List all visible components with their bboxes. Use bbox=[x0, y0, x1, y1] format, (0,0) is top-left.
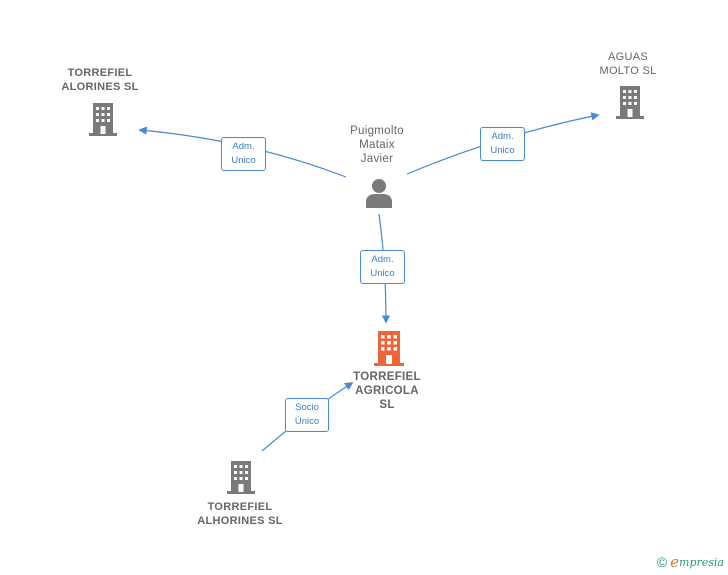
edge-label-line2: Unico bbox=[231, 155, 256, 166]
edge-label-line1: Socio bbox=[295, 402, 319, 413]
person-icon bbox=[366, 179, 392, 208]
building-icon bbox=[227, 461, 255, 494]
building-icon bbox=[374, 331, 404, 366]
building-icon bbox=[89, 103, 117, 136]
brand-initial: e bbox=[670, 553, 680, 571]
edge-label-line1: Adm. bbox=[491, 131, 514, 142]
node-label-torrefiel-alorines: TORREFIEL ALORINES SL bbox=[61, 67, 139, 93]
copyright-icon: © bbox=[656, 554, 668, 570]
edge-label-person-to-alorines[interactable]: Adm. Unico bbox=[221, 137, 266, 171]
edge-label-line1: Adm. bbox=[232, 141, 255, 152]
edge-label-line2: Único bbox=[294, 416, 320, 427]
edge-label-person-to-center[interactable]: Adm. Unico bbox=[360, 250, 405, 284]
edge-label-line2: Unico bbox=[370, 268, 395, 279]
edge-label-alhorines-to-center[interactable]: Socio Único bbox=[285, 398, 329, 432]
node-label-aguas-molto: AGUAS MOLTO SL bbox=[599, 51, 657, 77]
node-label-person: Puigmolto Mataix Javier bbox=[350, 125, 404, 165]
building-icon bbox=[616, 86, 644, 119]
brand-name: mpresia bbox=[679, 555, 724, 569]
node-label-torrefiel-alhorines: TORREFIEL ALHORINES SL bbox=[197, 501, 283, 527]
edge-label-person-to-aguas[interactable]: Adm. Unico bbox=[480, 127, 525, 161]
edge-label-line1: Adm. bbox=[371, 254, 394, 265]
edge-label-line2: Unico bbox=[490, 145, 515, 156]
node-label-torrefiel-agricola: TORREFIEL AGRICOLA SL bbox=[353, 371, 421, 411]
